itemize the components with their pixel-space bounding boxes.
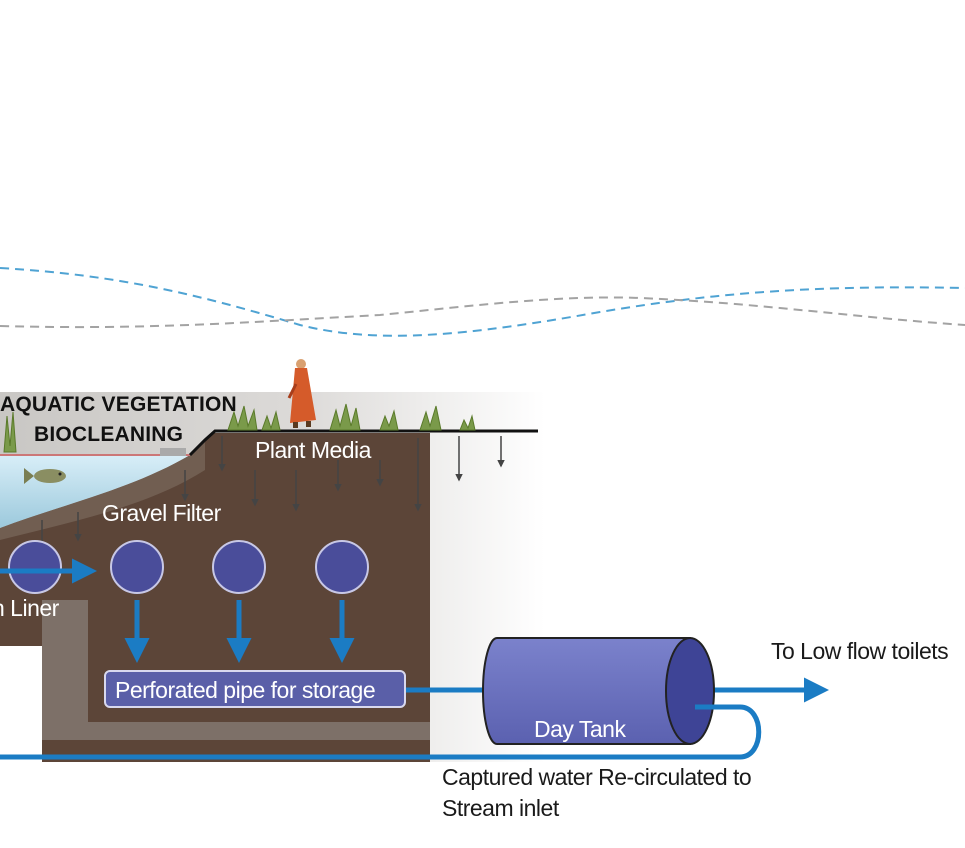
recirculated-label-line1: Captured water Re-circulated to	[442, 764, 752, 790]
perforated-pipe-box: Perforated pipe for storage	[104, 670, 406, 708]
liner-label: n Liner	[0, 595, 59, 621]
water-table-dashed-line	[0, 267, 965, 337]
perforated-pipe-label: Perforated pipe for storage	[115, 677, 376, 703]
recirculated-label-line2: Stream inlet	[442, 795, 559, 821]
percolation-arrows	[38, 436, 505, 550]
collection-pipes	[8, 540, 369, 594]
recirculation-line	[0, 704, 762, 760]
to-low-flow-toilets-label: To Low flow toilets	[771, 638, 949, 664]
fish-icon	[24, 468, 66, 484]
person-figure-icon	[287, 359, 316, 428]
ground-surface	[188, 429, 538, 457]
gravel-filter-label: Gravel Filter	[102, 500, 221, 526]
biocleaning-label: BIOCLEANING	[34, 423, 184, 446]
aquatic-vegetation-label: AQUATIC VEGETATION	[0, 393, 237, 416]
ground-level-dashed-line	[0, 296, 965, 329]
day-tank-label: Day Tank	[534, 716, 626, 742]
plant-media-label: Plant Media	[255, 437, 371, 463]
grass-tuft-icon	[3, 403, 476, 453]
day-tank	[482, 637, 715, 745]
